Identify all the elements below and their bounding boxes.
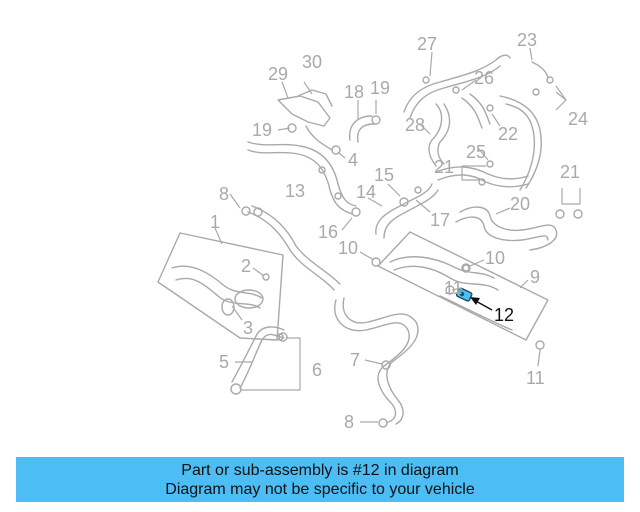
callout-16: 16 (318, 222, 338, 242)
callout-20: 20 (510, 194, 530, 214)
callout-29: 29 (268, 64, 288, 84)
clamps (276, 145, 545, 350)
callout-6: 6 (312, 360, 322, 380)
info-banner: Part or sub-assembly is #12 in diagram D… (16, 457, 624, 502)
banner-line-2: Diagram may not be specific to your vehi… (165, 480, 475, 498)
callout-23: 23 (517, 30, 537, 50)
part-13-hose (247, 141, 357, 215)
callout-3: 3 (243, 318, 253, 338)
part-9-panel (377, 231, 549, 341)
banner-line-1: Part or sub-assembly is #12 in diagram (181, 461, 459, 479)
part-22-hose (452, 61, 554, 191)
callout-11a: 11 (444, 278, 463, 298)
callout-27: 27 (417, 34, 437, 54)
callout-2: 2 (241, 256, 251, 276)
part-27-hose (403, 54, 511, 119)
callout-8a: 8 (219, 184, 229, 204)
callout-12: 12 (494, 305, 514, 325)
callout-26: 26 (474, 68, 494, 88)
leader-lines (214, 47, 581, 423)
callout-10a: 10 (338, 238, 358, 258)
callout-7: 7 (350, 350, 360, 370)
callout-21b: 21 (560, 162, 580, 182)
callout-19b: 19 (370, 78, 390, 98)
part-7-hose (334, 297, 419, 428)
callout-28: 28 (405, 115, 425, 135)
callout-15: 15 (374, 165, 394, 185)
callout-22: 22 (498, 124, 518, 144)
part-8-line (241, 205, 341, 291)
part-1-cover-plate (157, 232, 284, 341)
callout-17: 17 (430, 210, 450, 230)
callout-19a: 19 (252, 120, 272, 140)
callout-21a: 21 (434, 157, 454, 177)
callout-30: 30 (302, 52, 322, 72)
part-25-hose (435, 160, 529, 188)
callout-24: 24 (568, 109, 588, 129)
part-12-connector (455, 287, 473, 302)
callout-18: 18 (344, 82, 364, 102)
callout-5: 5 (219, 352, 229, 372)
callout-25: 25 (466, 142, 486, 162)
part-18-hose (349, 115, 381, 143)
part-29-bracket (277, 89, 333, 151)
parts-diagram: 1 2 3 4 5 6 7 8 8 9 10 10 11 11 12 13 14… (157, 30, 588, 432)
callout-9: 9 (530, 267, 540, 287)
callout-numbers: 1 2 3 4 5 6 7 8 8 9 10 10 11 11 12 13 14… (210, 30, 588, 432)
callout-8b: 8 (344, 412, 354, 432)
callout-4: 4 (348, 150, 358, 170)
leader-12 (470, 297, 493, 311)
callout-10b: 10 (485, 248, 505, 268)
part-28-hose (428, 103, 451, 167)
callout-13: 13 (285, 181, 305, 201)
part-20-hose (455, 206, 583, 251)
callout-1: 1 (210, 212, 220, 232)
callout-14: 14 (356, 182, 376, 202)
part-14-hose (351, 183, 439, 239)
callout-11b: 11 (526, 368, 545, 388)
